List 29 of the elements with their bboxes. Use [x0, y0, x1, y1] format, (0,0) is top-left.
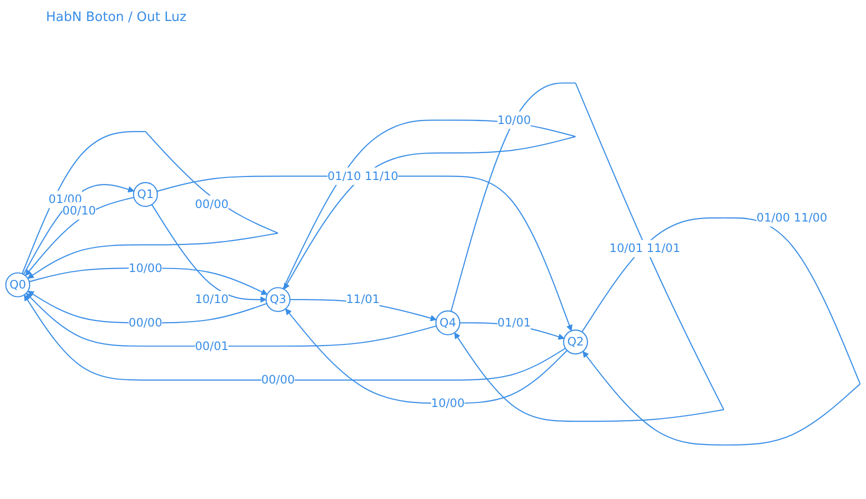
node-circle: Q0 — [5, 272, 30, 298]
edge-label: 01/10 11/10 — [328, 168, 398, 183]
arrow — [582, 217, 861, 446]
edge-label: 00/01 — [194, 338, 229, 353]
arrow — [28, 290, 267, 324]
edge-label: 10/00 — [128, 260, 162, 275]
arrow — [450, 82, 724, 422]
edge-label: 00/10 — [62, 204, 96, 218]
node-circle: Q2 — [563, 330, 588, 354]
edge-label: 01/00 — [48, 192, 82, 206]
edge-label: 10/00 — [431, 396, 465, 410]
edge-label: 10/00 — [497, 112, 531, 127]
arrow — [22, 131, 278, 279]
edge-label: 10/10 — [194, 292, 229, 306]
edge-label: 11/01 — [346, 292, 380, 306]
edge-label: 00/00 — [128, 316, 162, 330]
diagram-title: HabN Boton / Out Luz — [46, 10, 186, 25]
arrow — [151, 204, 266, 303]
edge-label: 00/00 — [194, 196, 229, 211]
edge-label: 01/00 11/00 — [756, 210, 828, 224]
edge-label: 00/00 — [261, 372, 295, 387]
edge-label: 10/01 11/01 — [609, 241, 680, 256]
node-circle: Q4 — [435, 310, 460, 336]
arrow — [23, 184, 134, 275]
node-circle: Q3 — [266, 287, 290, 312]
node-circle: Q1 — [133, 182, 158, 207]
arrow — [156, 176, 572, 332]
arrow — [25, 196, 134, 276]
edge-label: 01/01 — [497, 316, 531, 330]
